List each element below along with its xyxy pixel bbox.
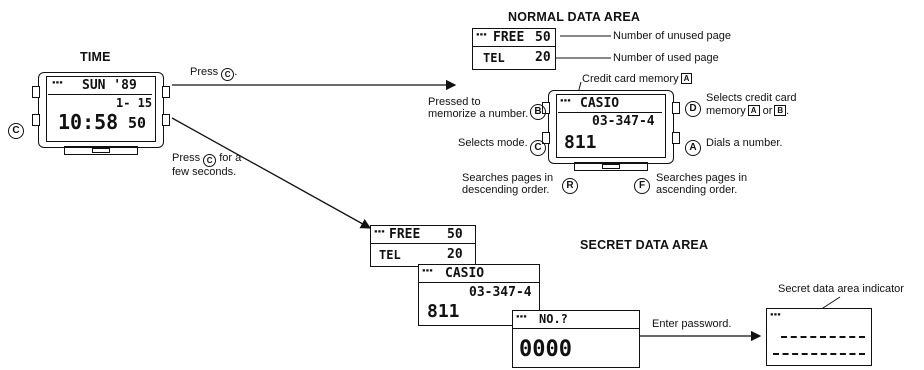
used-page-label: Number of used page: [613, 52, 719, 64]
unused-page-label: Number of unused page: [613, 30, 732, 42]
secret-indicator-display: ▪▪▪: [766, 308, 872, 366]
time-lcd-day: SUN '89: [82, 78, 137, 93]
time-button-c: C: [8, 117, 24, 139]
press-c-long-label-line2: few seconds.: [172, 166, 237, 178]
normal-free-display: ▪▪▪ FREE 50 TEL 20: [472, 28, 556, 70]
normal-main-watch: ▪▪▪ CASIO 03-347-4 811: [542, 88, 680, 171]
arrow-time-to-secret: [171, 117, 372, 229]
normal-lcd-number-2: 811: [564, 132, 597, 153]
normal-button-r: R: [562, 172, 578, 194]
secret-indicator-label: Secret data area indicator: [778, 283, 904, 295]
normal-button-b: B: [530, 98, 546, 120]
secret-area-title: SECRET DATA AREA: [580, 238, 709, 252]
pressed-label-line1: Pressed to: [428, 96, 481, 108]
pressed-label-line2: memorize a number.: [428, 108, 529, 120]
press-c-label: Press C.: [190, 66, 238, 81]
searches-desc-line1: Searches pages in: [462, 172, 554, 184]
secret-free-display: ▪▪▪ FREE 50 TEL 20: [370, 225, 476, 267]
normal-lcd-name: CASIO: [580, 96, 620, 111]
searches-asc-line1: Searches pages in: [656, 172, 748, 184]
time-lcd-seconds: 50: [128, 114, 147, 132]
normal-area-title: NORMAL DATA AREA: [508, 10, 641, 24]
time-lcd-date: 1- 15: [116, 96, 153, 110]
time-lcd-clock: 10:58: [58, 110, 119, 134]
selects-card-line1: Selects credit card: [706, 92, 797, 104]
normal-lcd-number-1: 03-347-4: [592, 114, 655, 129]
press-c-long-label: Press C for a: [172, 152, 242, 167]
searches-desc-line2: descending order.: [462, 184, 550, 196]
dials-number-label: Dials a number.: [706, 137, 783, 149]
searches-asc-line2: ascending order.: [656, 184, 738, 196]
normal-button-a: A: [685, 134, 701, 156]
selects-mode-label: Selects mode.: [458, 137, 528, 149]
enter-password-label: Enter password.: [652, 318, 732, 330]
time-watch: ▪▪▪ SUN '89 1- 15 10:58 50: [32, 68, 170, 155]
secret-password-display: ▪▪▪ NO.? 0000: [512, 310, 640, 368]
normal-button-c: C: [530, 134, 546, 156]
time-title: TIME: [80, 50, 111, 64]
normal-button-f: F: [634, 172, 650, 194]
secret-casio-display: ▪▪▪ CASIO 03-347-4 811: [418, 264, 540, 326]
normal-button-d: D: [685, 95, 701, 117]
